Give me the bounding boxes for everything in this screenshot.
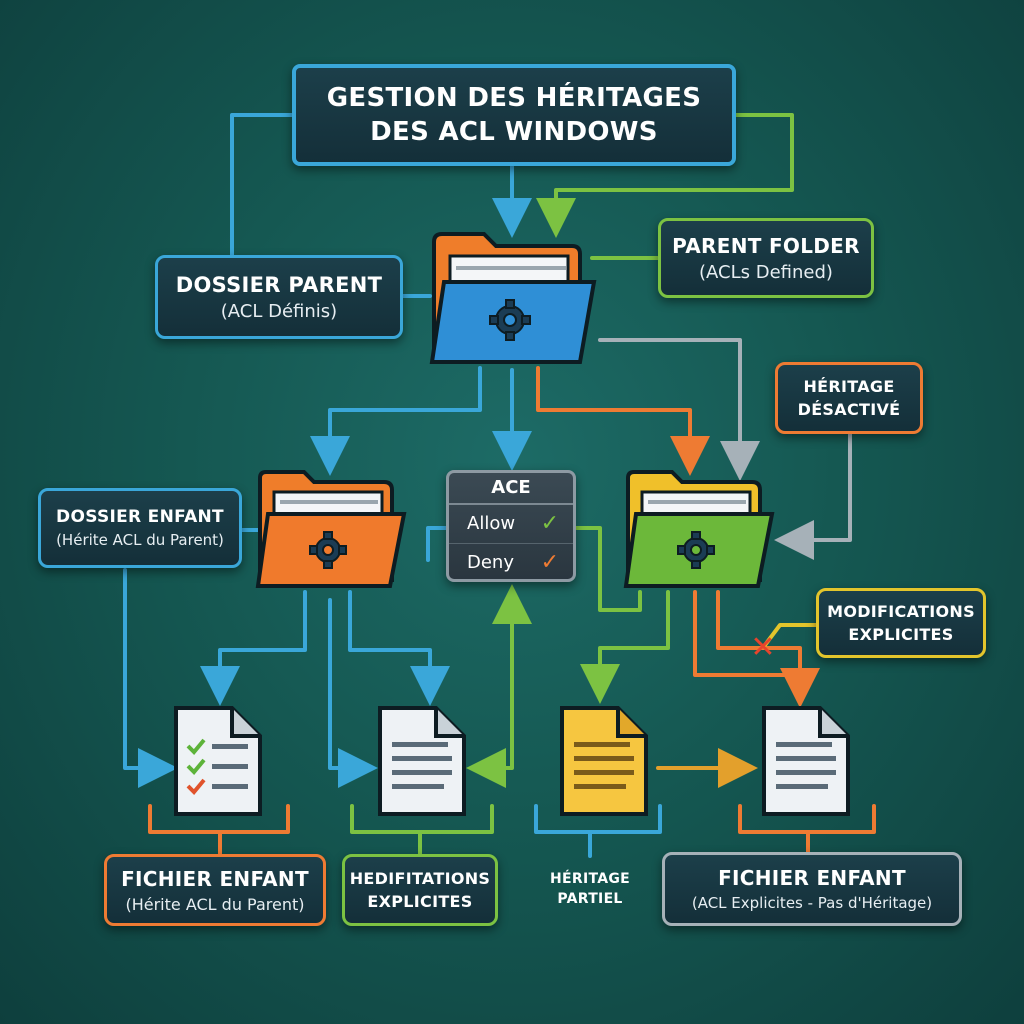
cross-icon: ✕ xyxy=(750,630,776,665)
label-dossier-enfant: DOSSIER ENFANT (Hérite ACL du Parent) xyxy=(38,488,242,568)
document-icon xyxy=(762,706,850,816)
label-title: DOSSIER ENFANT xyxy=(56,507,224,527)
document-icon xyxy=(174,706,262,816)
ace-allow-row: Allow ✓ xyxy=(449,505,573,543)
check-icon: ✓ xyxy=(540,550,559,575)
label-heritage-partiel: HÉRITAGE PARTIEL xyxy=(542,856,638,922)
label-parent-folder: PARENT FOLDER (ACLs Defined) xyxy=(658,218,874,298)
title-line-1: GESTION DES HÉRITAGES xyxy=(326,83,702,113)
label-line-2: EXPLICITES xyxy=(367,892,473,911)
ace-title: ACE xyxy=(449,473,573,505)
label-title: FICHIER ENFANT xyxy=(121,866,309,891)
label-sub: (Hérite ACL du Parent) xyxy=(56,531,224,549)
label-heritage-desactive: HÉRITAGE DÉSACTIVÉ xyxy=(775,362,923,434)
ace-deny-label: Deny xyxy=(467,552,514,573)
label-sub: (ACL Explicites - Pas d'Héritage) xyxy=(691,894,933,912)
folder-gear-icon xyxy=(623,470,775,588)
label-line-2: PARTIEL xyxy=(557,891,623,907)
title-line-2: DES ACL WINDOWS xyxy=(370,117,658,147)
label-line-2: EXPLICITES xyxy=(848,625,954,644)
label-line-1: HÉRITAGE xyxy=(803,377,895,396)
diagram-title: GESTION DES HÉRITAGES DES ACL WINDOWS xyxy=(292,64,736,166)
label-title: DOSSIER PARENT xyxy=(175,272,383,297)
label-modifications-explicites: MODIFICATIONS EXPLICITES xyxy=(816,588,986,658)
label-sub: (Hérite ACL du Parent) xyxy=(125,894,305,914)
label-hedifitations-explicites: HEDIFITATIONS EXPLICITES xyxy=(342,854,498,926)
label-title: PARENT FOLDER xyxy=(672,233,860,258)
label-fichier-enfant-herite: FICHIER ENFANT (Hérite ACL du Parent) xyxy=(104,854,326,926)
label-line-1: HÉRITAGE xyxy=(549,871,631,887)
label-dossier-parent: DOSSIER PARENT (ACL Définis) xyxy=(155,255,403,339)
ace-deny-row: Deny ✓ xyxy=(449,543,573,582)
label-fichier-enfant-explicite: FICHIER ENFANT (ACL Explicites - Pas d'H… xyxy=(662,852,962,926)
label-line-1: MODIFICATIONS xyxy=(827,602,975,621)
label-line-2: DÉSACTIVÉ xyxy=(797,400,901,419)
label-sub: (ACL Définis) xyxy=(220,300,338,322)
document-icon xyxy=(378,706,466,816)
check-icon: ✓ xyxy=(540,511,559,536)
document-icon xyxy=(560,706,648,816)
label-sub: (ACLs Defined) xyxy=(699,261,833,283)
folder-gear-icon xyxy=(429,232,597,364)
ace-allow-label: Allow xyxy=(467,513,516,534)
label-line-1: HEDIFITATIONS xyxy=(349,869,491,888)
ace-panel: ACE Allow ✓ Deny ✓ xyxy=(446,470,576,582)
folder-gear-icon xyxy=(255,470,407,588)
label-title: FICHIER ENFANT xyxy=(718,866,906,890)
